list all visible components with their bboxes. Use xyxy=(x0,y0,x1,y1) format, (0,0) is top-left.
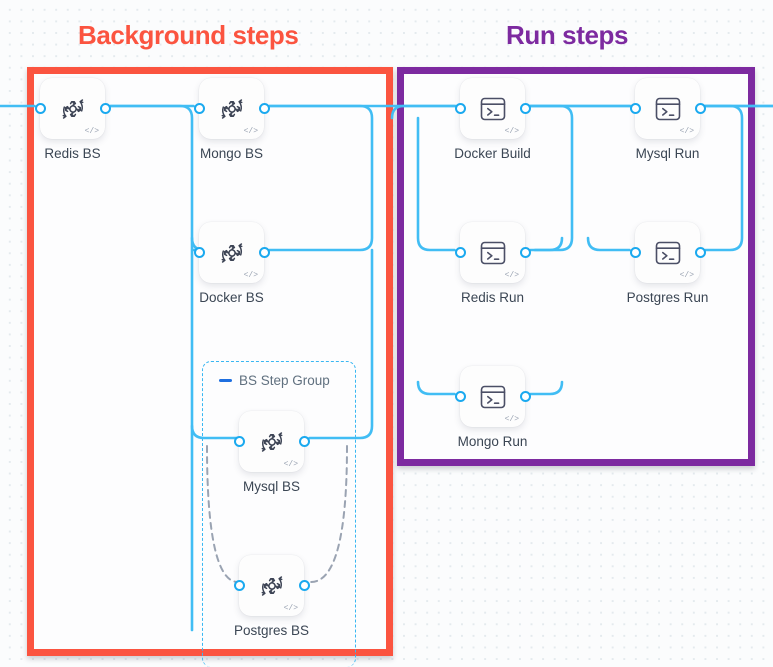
terminal-icon xyxy=(655,241,680,264)
gear-sync-icon xyxy=(261,575,282,596)
node-port-in[interactable] xyxy=(233,436,245,447)
gear-sync-icon xyxy=(62,98,83,119)
terminal-icon xyxy=(480,241,505,264)
node-mysql-bs[interactable]: </> Mysql BS xyxy=(233,411,310,494)
node-port-out[interactable] xyxy=(298,580,310,591)
code-badge-icon[interactable]: </> xyxy=(243,127,258,136)
node-card[interactable]: </> xyxy=(193,222,270,283)
code-badge-icon[interactable]: </> xyxy=(243,271,258,280)
node-postgres-run[interactable]: </> Postgres Run xyxy=(627,222,708,305)
node-label: Mysql Run xyxy=(635,146,700,161)
node-port-in[interactable] xyxy=(193,103,205,114)
gear-sync-icon xyxy=(221,242,242,263)
node-postgres-bs[interactable]: </> Postgres BS xyxy=(233,555,310,638)
node-label: Mysql BS xyxy=(242,479,301,494)
node-port-out[interactable] xyxy=(298,436,310,447)
code-badge-icon[interactable]: </> xyxy=(283,460,298,469)
edge-connector xyxy=(390,104,456,120)
node-card[interactable]: </> xyxy=(34,78,111,139)
edge-connector xyxy=(268,104,374,252)
node-port-in[interactable] xyxy=(629,103,641,114)
section-title-run-steps: Run steps xyxy=(506,20,629,50)
node-port-out[interactable] xyxy=(694,247,706,258)
code-badge-icon[interactable]: </> xyxy=(504,127,519,136)
edge-connector xyxy=(308,248,374,440)
node-docker-build[interactable]: </> Docker Build xyxy=(454,78,531,161)
code-badge-icon[interactable]: </> xyxy=(504,415,519,424)
node-port-out[interactable] xyxy=(258,247,270,258)
node-port-in[interactable] xyxy=(629,247,641,258)
collapse-icon[interactable] xyxy=(219,379,232,382)
step-group-bs[interactable]: BS Step Group xyxy=(202,361,356,667)
code-badge-icon[interactable]: </> xyxy=(84,127,99,136)
node-label: Redis BS xyxy=(44,146,101,161)
code-badge-icon[interactable]: </> xyxy=(504,271,519,280)
node-label: Redis Run xyxy=(460,290,525,305)
node-mysql-run[interactable]: </> Mysql Run xyxy=(629,78,706,161)
terminal-icon xyxy=(655,97,680,120)
node-redis-run[interactable]: </> Redis Run xyxy=(454,222,531,305)
edge-connector xyxy=(529,104,574,252)
node-port-out[interactable] xyxy=(519,391,531,402)
code-badge-icon[interactable]: </> xyxy=(679,271,694,280)
node-port-in[interactable] xyxy=(454,103,466,114)
node-port-out[interactable] xyxy=(519,103,531,114)
edge-connector xyxy=(529,380,564,396)
node-card[interactable]: </> xyxy=(629,78,706,139)
node-label: Docker Build xyxy=(454,146,531,161)
edge-connector-dashed xyxy=(206,445,239,583)
node-port-in[interactable] xyxy=(454,391,466,402)
node-label: Mongo BS xyxy=(199,146,264,161)
node-port-out[interactable] xyxy=(694,103,706,114)
node-port-in[interactable] xyxy=(233,580,245,591)
node-card[interactable]: </> xyxy=(233,411,310,472)
node-port-out[interactable] xyxy=(99,103,111,114)
edge-connector xyxy=(416,116,456,252)
node-port-in[interactable] xyxy=(454,247,466,258)
solid-edges xyxy=(0,104,773,632)
step-group-header[interactable]: BS Step Group xyxy=(219,373,330,388)
node-mongo-run[interactable]: </> Mongo Run xyxy=(454,366,531,449)
gear-sync-icon xyxy=(221,98,242,119)
node-label: Postgres BS xyxy=(233,623,310,638)
node-label: Docker BS xyxy=(199,290,264,305)
gear-sync-icon xyxy=(261,431,282,452)
terminal-icon xyxy=(480,385,505,408)
node-card[interactable]: </> xyxy=(233,555,310,616)
edge-connector xyxy=(109,104,194,632)
edge-connector xyxy=(704,104,744,252)
code-badge-icon[interactable]: </> xyxy=(679,127,694,136)
node-port-in[interactable] xyxy=(193,247,205,258)
step-group-label: BS Step Group xyxy=(239,373,330,388)
node-card[interactable]: </> xyxy=(193,78,270,139)
node-port-out[interactable] xyxy=(519,247,531,258)
node-docker-bs[interactable]: </> Docker BS xyxy=(193,222,270,305)
node-card[interactable]: </> xyxy=(629,222,706,283)
node-port-in[interactable] xyxy=(34,103,46,114)
edge-connector xyxy=(190,424,240,440)
node-label: Mongo Run xyxy=(457,434,528,449)
node-port-out[interactable] xyxy=(258,103,270,114)
node-mongo-bs[interactable]: </> Mongo BS xyxy=(193,78,270,161)
code-badge-icon[interactable]: </> xyxy=(283,604,298,613)
node-label: Postgres Run xyxy=(626,290,709,305)
section-title-background-steps: Background steps xyxy=(78,20,299,50)
edge-connector xyxy=(416,380,456,396)
node-card[interactable]: </> xyxy=(454,78,531,139)
terminal-icon xyxy=(480,97,505,120)
edge-connector xyxy=(586,236,631,252)
node-card[interactable]: </> xyxy=(454,366,531,427)
node-card[interactable]: </> xyxy=(454,222,531,283)
edge-connector xyxy=(529,236,564,252)
node-redis-bs[interactable]: </> Redis BS xyxy=(34,78,111,161)
edge-connector-dashed xyxy=(310,445,348,583)
